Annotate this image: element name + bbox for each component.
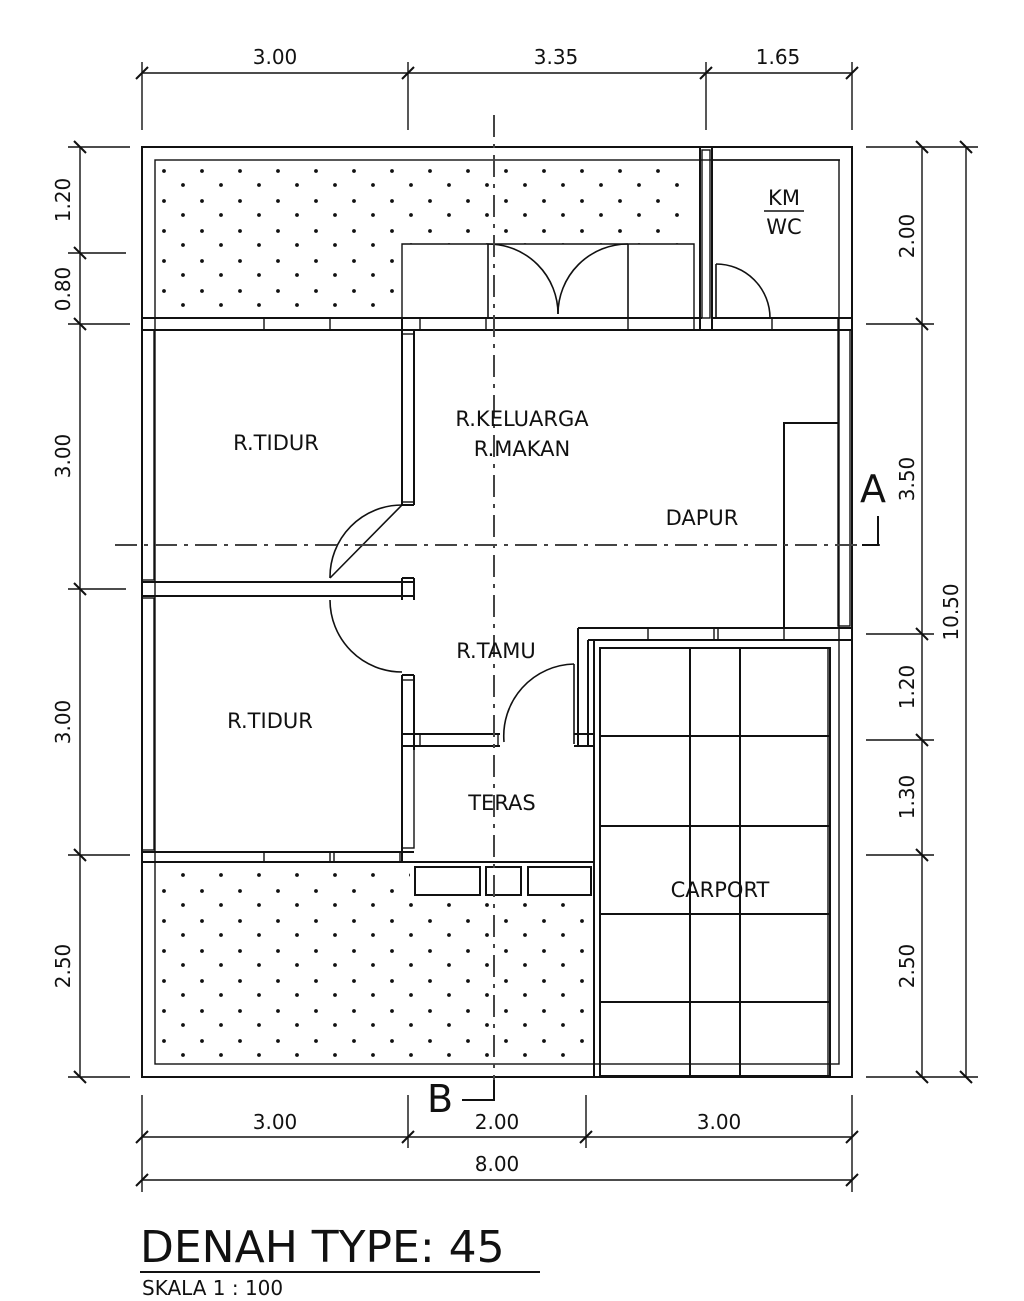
carport-paving [599, 647, 831, 1077]
garden-top-left [158, 244, 402, 314]
dim-right-3: 1.20 [895, 665, 919, 710]
room-kmwc-top: KM [768, 186, 800, 210]
dimensions-right: 2.00 3.50 1.20 1.30 2.50 10.50 [866, 140, 978, 1084]
dim-left-1: 1.20 [51, 178, 75, 223]
room-carport: CARPORT [671, 878, 770, 902]
dim-left-3: 3.00 [51, 434, 75, 479]
garden-bottom [158, 865, 594, 1065]
room-teras: TERAS [467, 791, 536, 815]
dim-bottom-1: 3.00 [253, 1110, 298, 1134]
room-kmwc-bottom: WC [766, 215, 801, 239]
dim-left-5: 2.50 [51, 944, 75, 989]
room-tamu: R.TAMU [456, 639, 536, 663]
dim-right-4: 1.30 [895, 775, 919, 820]
dim-bottom-2: 2.00 [475, 1110, 520, 1134]
room-tidur-1: R.TIDUR [233, 431, 319, 455]
dim-right-5: 2.50 [895, 944, 919, 989]
dim-top-1: 3.00 [253, 45, 298, 69]
room-keluarga: R.KELUARGA [455, 407, 589, 431]
plan-title: DENAH TYPE: 45 [140, 1222, 505, 1273]
room-tidur-2: R.TIDUR [227, 709, 313, 733]
teras-steps [414, 866, 592, 896]
dim-left-4: 3.00 [51, 700, 75, 745]
room-dapur: DAPUR [666, 506, 739, 530]
section-a-label: A [860, 467, 886, 511]
dim-right-2: 3.50 [895, 457, 919, 502]
dim-top-2: 3.35 [534, 45, 579, 69]
dim-right-1: 2.00 [895, 214, 919, 259]
room-labels: KM WC R.TIDUR R.KELUARGA R.MAKAN DAPUR R… [227, 186, 804, 902]
doors [329, 243, 771, 744]
garden-areas [158, 162, 694, 1065]
title-block: DENAH TYPE: 45 SKALA 1 : 100 [140, 1222, 540, 1300]
dimensions-top: 3.00 3.35 1.65 [135, 45, 859, 130]
section-b-label: B [427, 1077, 453, 1121]
garden-top [158, 162, 694, 244]
dim-right-total: 10.50 [939, 583, 963, 640]
dim-left-2: 0.80 [51, 267, 75, 312]
dimensions-bottom: 3.00 2.00 3.00 8.00 [135, 1095, 859, 1192]
section-lines: A B [115, 115, 886, 1121]
dim-top-3: 1.65 [756, 45, 801, 69]
room-makan: R.MAKAN [474, 437, 570, 461]
dim-bottom-3: 3.00 [697, 1110, 742, 1134]
dim-bottom-total: 8.00 [475, 1152, 520, 1176]
plan-scale: SKALA 1 : 100 [142, 1276, 283, 1300]
windows [141, 149, 851, 863]
dimensions-left: 1.20 0.80 3.00 3.00 2.50 [51, 140, 130, 1084]
